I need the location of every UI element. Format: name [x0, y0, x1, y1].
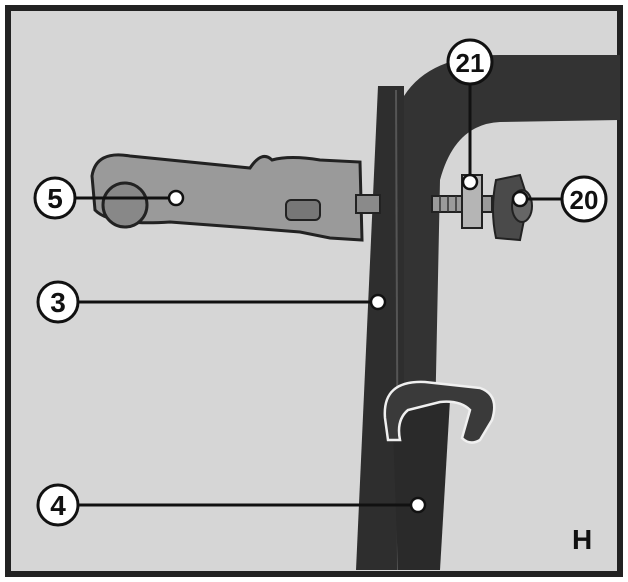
callout-21-label: 21	[456, 48, 485, 78]
clip-bracket	[383, 380, 496, 444]
arm-slot	[285, 199, 321, 221]
frame-tube-4	[392, 400, 450, 570]
bolt-stub-left	[355, 194, 381, 214]
target-dots	[167, 173, 529, 514]
callout-5-circle	[33, 176, 77, 220]
callout-21-circle	[446, 38, 494, 86]
arm-pivot	[101, 181, 149, 229]
callout-5-label: 5	[47, 183, 63, 214]
callout-3-circle	[36, 280, 80, 324]
callout-3-label: 3	[50, 287, 66, 318]
callout-4-label: 4	[50, 490, 66, 521]
panel-letter: H	[572, 524, 593, 555]
frame-tube-3	[356, 86, 404, 570]
bolt-threads	[439, 196, 457, 212]
leader-lines	[74, 82, 562, 507]
callout-4-circle	[36, 483, 80, 527]
callout-20-circle	[560, 175, 608, 223]
callout-20-label: 20	[570, 185, 599, 215]
